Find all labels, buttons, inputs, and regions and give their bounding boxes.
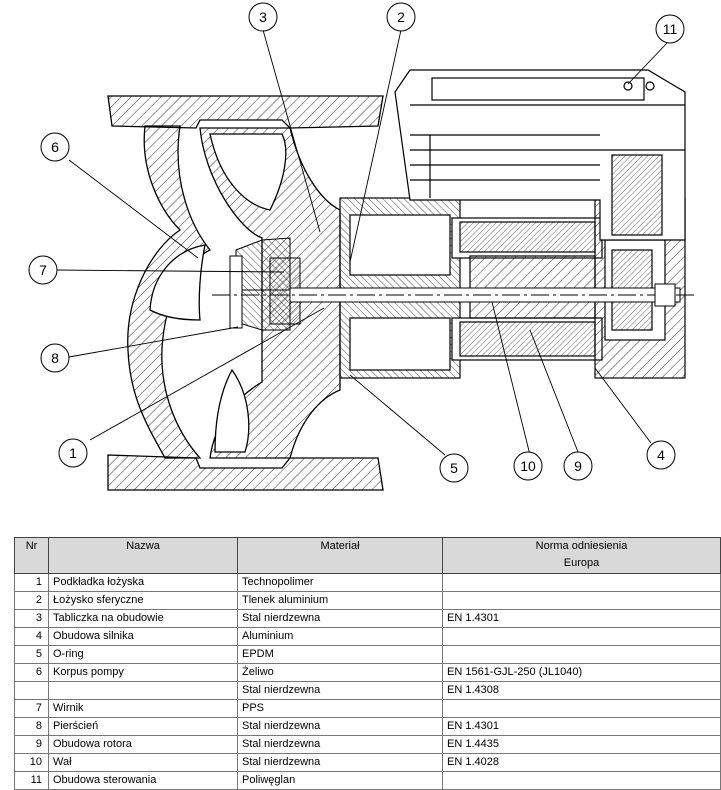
- cell-name: Obudowa silnika: [48, 627, 238, 646]
- svg-text:4: 4: [657, 447, 665, 463]
- header-norm-line2: Europa: [563, 557, 600, 569]
- cell-name: Podkładka łożyska: [48, 573, 238, 592]
- cell-material: Tlenek aluminium: [237, 591, 443, 610]
- cell-norm: EN 1.4301: [442, 717, 721, 736]
- svg-text:5: 5: [450, 460, 458, 476]
- cell-nr: 5: [14, 645, 49, 664]
- svg-text:9: 9: [574, 458, 582, 474]
- cell-material: Stal nierdzewna: [237, 753, 443, 772]
- impeller: [229, 237, 301, 331]
- svg-text:2: 2: [397, 9, 405, 25]
- cell-material: Poliwęglan: [237, 771, 443, 790]
- header-norm-line1: Norma odniesienia: [535, 540, 628, 552]
- cell-nr: 3: [14, 609, 49, 628]
- pump-body: [107, 95, 384, 491]
- control-box: [394, 69, 686, 241]
- cell-name: O-ring: [48, 645, 238, 664]
- svg-text:8: 8: [51, 350, 59, 366]
- svg-text:10: 10: [520, 458, 536, 474]
- shaft: [212, 283, 695, 307]
- header-name: Nazwa: [48, 537, 238, 574]
- cell-norm: EN 1.4308: [442, 681, 721, 700]
- cell-norm: [442, 645, 721, 664]
- cell-nr: [14, 681, 49, 700]
- cell-norm: [442, 699, 721, 718]
- cell-material: Stal nierdzewna: [237, 609, 443, 628]
- callouts: 3 2 11 6 7 8 1 5 10 9 4: [28, 2, 685, 483]
- svg-text:7: 7: [39, 262, 47, 278]
- cell-material: Technopolimer: [237, 573, 443, 592]
- cell-norm: [442, 627, 721, 646]
- cell-name: Korpus pompy: [48, 663, 238, 682]
- cell-material: Stal nierdzewna: [237, 735, 443, 754]
- callout-9: 9: [563, 451, 593, 481]
- cell-name: Pierścień: [48, 717, 238, 736]
- header-nr: Nr: [14, 537, 49, 574]
- cell-material: Żeliwo: [237, 663, 443, 682]
- cell-norm: [442, 591, 721, 610]
- cell-nr: 10: [14, 753, 49, 772]
- cell-name: [48, 681, 238, 700]
- callout-7: 7: [28, 255, 58, 285]
- cell-name: Wał: [48, 753, 238, 772]
- cell-material: PPS: [237, 699, 443, 718]
- cell-norm: EN 1.4301: [442, 609, 721, 628]
- leader-lines: [54, 29, 669, 456]
- header-norm: Norma odniesienia Europa: [442, 537, 721, 574]
- parts-table: Nr Nazwa Materiał Norma odniesienia Euro…: [14, 537, 721, 790]
- cell-nr: 2: [14, 591, 49, 610]
- cell-nr: 4: [14, 627, 49, 646]
- svg-text:6: 6: [51, 139, 59, 155]
- cell-norm: EN 1.4028: [442, 753, 721, 772]
- cell-nr: 11: [14, 771, 49, 790]
- cell-material: Aluminium: [237, 627, 443, 646]
- cell-norm: EN 1.4435: [442, 735, 721, 754]
- callout-3: 3: [248, 2, 278, 32]
- cell-material: Stal nierdzewna: [237, 681, 443, 700]
- cell-nr: 1: [14, 573, 49, 592]
- cell-name: Tabliczka na obudowie: [48, 609, 238, 628]
- header-material: Materiał: [237, 537, 443, 574]
- cell-nr: 6: [14, 663, 49, 682]
- cell-name: Obudowa rotora: [48, 735, 238, 754]
- svg-text:1: 1: [69, 445, 77, 461]
- cell-name: Łożysko sferyczne: [48, 591, 238, 610]
- cell-norm: [442, 573, 721, 592]
- cell-nr: 8: [14, 717, 49, 736]
- callout-11: 11: [655, 14, 685, 44]
- callout-8: 8: [40, 343, 70, 373]
- table-header-row: Nr Nazwa Materiał Norma odniesienia Euro…: [14, 537, 721, 574]
- callout-4: 4: [646, 440, 676, 470]
- callout-5: 5: [439, 453, 469, 483]
- callout-6: 6: [40, 132, 70, 162]
- cell-name: Obudowa sterowania: [48, 771, 238, 790]
- cell-norm: [442, 771, 721, 790]
- callout-10: 10: [513, 451, 543, 481]
- cell-material: Stal nierdzewna: [237, 717, 443, 736]
- svg-text:3: 3: [259, 9, 267, 25]
- cell-norm: EN 1561-GJL-250 (JL1040): [442, 663, 721, 682]
- cell-nr: 7: [14, 699, 49, 718]
- svg-text:11: 11: [663, 21, 678, 37]
- callout-2: 2: [386, 2, 416, 32]
- pump-cross-section-drawing: 3 2 11 6 7 8 1 5 10 9 4: [28, 2, 695, 491]
- cell-name: Wirnik: [48, 699, 238, 718]
- cell-material: EPDM: [237, 645, 443, 664]
- callout-1: 1: [58, 438, 88, 468]
- cell-nr: 9: [14, 735, 49, 754]
